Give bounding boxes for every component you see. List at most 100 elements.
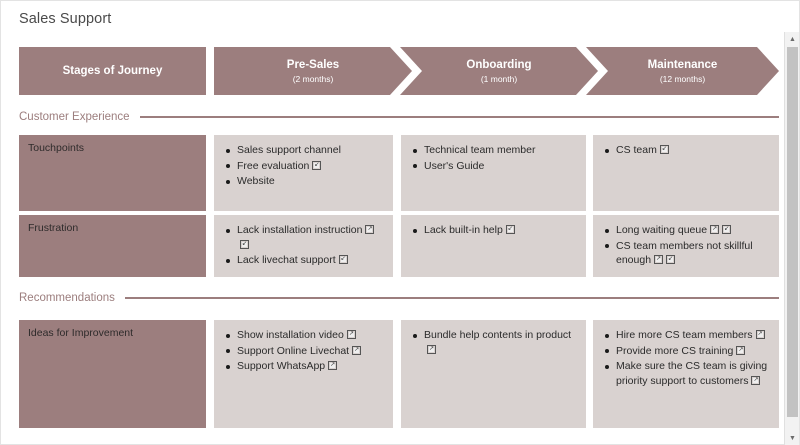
table-row-frustration: Frustration Lack installation instructio… <box>19 215 779 277</box>
scrollbar-thumb[interactable] <box>787 47 798 417</box>
link-badge-icon[interactable] <box>312 160 322 170</box>
section-divider-line <box>124 297 779 299</box>
list-item-text: User's Guide <box>424 159 485 172</box>
cell-frustration-maintenance[interactable]: Long waiting queue CS team members not sk… <box>593 215 779 277</box>
link-badge-icon[interactable] <box>338 255 348 264</box>
scroll-up-arrow-icon[interactable]: ▲ <box>789 35 796 43</box>
link-badge-icon[interactable] <box>240 239 249 249</box>
list-item[interactable]: Sales support channel <box>224 143 383 158</box>
cell-touchpoints-maintenance[interactable]: CS team <box>593 135 779 211</box>
list-item[interactable]: Website <box>224 174 383 189</box>
list-item[interactable]: Bundle help contents in product <box>411 328 576 357</box>
section-header-customer-experience: Customer Experience <box>19 109 779 125</box>
stage-header-band: Stages of Journey Pre-Sales (2 months) O… <box>19 47 779 95</box>
list-item[interactable]: Lack livechat support <box>224 253 383 268</box>
list-item-text: Show installation video <box>237 329 344 341</box>
list-item-text: Bundle help contents in product <box>424 329 572 341</box>
item-list: Bundle help contents in product <box>411 328 576 357</box>
table-row-ideas-for-improvement: Ideas for Improvement Show installation … <box>19 320 779 428</box>
list-item-text: Sales support channel <box>237 144 341 156</box>
list-item[interactable]: Long waiting queue <box>603 223 769 238</box>
stage-header-maintenance[interactable]: Maintenance (12 months) <box>586 47 779 95</box>
note-badge-icon[interactable] <box>346 330 356 339</box>
scroll-down-arrow-icon[interactable]: ▼ <box>789 434 796 442</box>
list-item-text: Support WhatsApp <box>237 360 326 372</box>
list-item[interactable]: Hire more CS team members <box>603 328 769 343</box>
cell-frustration-onboarding[interactable]: Lack built-in help <box>401 215 586 277</box>
stage-name: Stages of Journey <box>62 64 163 77</box>
list-item-text: Make sure the CS team is giving priority… <box>616 360 768 387</box>
note-badge-icon[interactable] <box>654 255 664 264</box>
stage-duration: (12 months) <box>659 73 706 84</box>
link-badge-icon[interactable] <box>722 225 732 234</box>
list-item[interactable]: Support Online Livechat <box>224 344 383 359</box>
page-title: Sales Support <box>19 11 112 27</box>
item-list: Long waiting queue CS team members not sk… <box>603 223 769 268</box>
section-header-recommendations: Recommendations <box>19 290 779 306</box>
list-item[interactable]: User's Guide <box>411 159 576 174</box>
list-item[interactable]: CS team members not skillful enough <box>603 239 769 268</box>
list-item-text: Technical team member <box>424 144 536 156</box>
list-item-text: CS team <box>616 144 657 156</box>
note-badge-icon[interactable] <box>751 375 761 385</box>
link-badge-icon[interactable] <box>666 255 676 264</box>
list-item[interactable]: Lack installation instruction <box>224 223 383 252</box>
list-item[interactable]: CS team <box>603 143 769 158</box>
note-badge-icon[interactable] <box>427 344 436 354</box>
list-item-text: Free evaluation <box>237 159 310 172</box>
list-item[interactable]: Free evaluation <box>224 159 383 174</box>
list-item[interactable]: Lack built-in help <box>411 223 576 238</box>
note-badge-icon[interactable] <box>755 330 765 339</box>
row-label-frustration: Frustration <box>19 215 206 277</box>
list-item-text: Long waiting queue <box>616 224 708 236</box>
stage-header-onboarding[interactable]: Onboarding (1 month) <box>400 47 598 95</box>
stage-name: Onboarding <box>466 58 532 71</box>
list-item[interactable]: Show installation video <box>224 328 383 343</box>
stage-name: Pre-Sales <box>286 58 340 71</box>
link-badge-icon[interactable] <box>659 145 669 154</box>
list-item-text: Lack livechat support <box>237 254 336 266</box>
list-item[interactable]: Provide more CS training <box>603 344 769 359</box>
note-badge-icon[interactable] <box>365 225 375 234</box>
list-item-text: CS team members not skillful enough <box>616 239 753 267</box>
list-item[interactable]: Technical team member <box>411 143 576 158</box>
note-badge-icon[interactable] <box>328 361 338 370</box>
list-item[interactable]: Support WhatsApp <box>224 359 383 374</box>
note-badge-icon[interactable] <box>352 345 362 355</box>
section-divider-line <box>139 116 779 118</box>
vertical-scrollbar[interactable]: ▲ ▼ <box>784 32 799 445</box>
item-list: Hire more CS team membersProvide more CS… <box>603 328 769 388</box>
list-item-text: Lack installation instruction <box>237 224 363 236</box>
stage-header-stages-of-journey[interactable]: Stages of Journey <box>19 47 206 95</box>
cell-ideas-pre-sales[interactable]: Show installation videoSupport Online Li… <box>214 320 393 428</box>
stage-duration: (2 months) <box>292 73 334 84</box>
cell-ideas-onboarding[interactable]: Bundle help contents in product <box>401 320 586 428</box>
list-item[interactable]: Make sure the CS team is giving priority… <box>603 359 769 388</box>
note-badge-icon[interactable] <box>710 225 720 234</box>
item-list: Lack installation instructionLack livech… <box>224 223 383 268</box>
list-item-text: Website <box>237 175 275 187</box>
cell-frustration-pre-sales[interactable]: Lack installation instructionLack livech… <box>214 215 393 277</box>
list-item-text: Support Online Livechat <box>237 344 350 357</box>
link-badge-icon[interactable] <box>505 225 515 234</box>
list-item-text: Lack built-in help <box>424 224 503 236</box>
section-label: Customer Experience <box>19 111 130 123</box>
note-badge-icon[interactable] <box>736 345 746 355</box>
row-label-ideas-for-improvement: Ideas for Improvement <box>19 320 206 428</box>
item-list: Show installation videoSupport Online Li… <box>224 328 383 374</box>
list-item-text: Hire more CS team members <box>616 329 753 341</box>
row-label-touchpoints: Touchpoints <box>19 135 206 211</box>
stage-duration: (1 month) <box>480 73 518 84</box>
item-list: Lack built-in help <box>411 223 576 238</box>
item-list: CS team <box>603 143 769 158</box>
cell-ideas-maintenance[interactable]: Hire more CS team membersProvide more CS… <box>593 320 779 428</box>
section-label: Recommendations <box>19 292 115 304</box>
stage-header-pre-sales[interactable]: Pre-Sales (2 months) <box>214 47 412 95</box>
stage-name: Maintenance <box>647 58 718 71</box>
